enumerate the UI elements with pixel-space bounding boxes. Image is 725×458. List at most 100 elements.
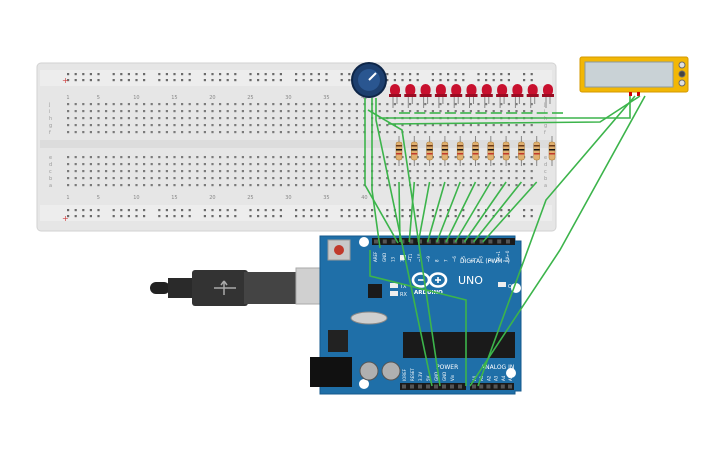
pin-label: 12 <box>399 256 404 262</box>
row-label: f <box>49 130 51 136</box>
resistor[interactable] <box>441 136 449 166</box>
resistor[interactable] <box>487 136 495 166</box>
wire[interactable] <box>472 181 523 243</box>
column-label: 1 <box>66 95 69 101</box>
header-pin[interactable] <box>479 384 484 389</box>
board-model: UNO <box>458 274 483 287</box>
potentiometer[interactable] <box>351 62 387 98</box>
header-pin[interactable] <box>434 384 438 389</box>
led[interactable] <box>389 84 401 108</box>
led[interactable] <box>465 84 478 108</box>
wire[interactable] <box>371 98 381 249</box>
resistor[interactable] <box>472 136 479 166</box>
led[interactable] <box>450 84 463 108</box>
header-pin[interactable] <box>418 239 422 244</box>
header-pin[interactable] <box>497 239 502 244</box>
wire[interactable] <box>364 98 399 244</box>
row-label: a <box>544 183 547 189</box>
resistor[interactable] <box>456 136 464 166</box>
row-label: a <box>49 183 52 189</box>
row-label: j <box>543 102 545 108</box>
header-pin[interactable] <box>470 239 475 244</box>
display-pin-icon <box>678 79 686 87</box>
wire[interactable] <box>369 250 467 386</box>
header-pin[interactable] <box>426 384 430 389</box>
header-pin[interactable] <box>426 239 431 244</box>
wire[interactable] <box>367 109 441 387</box>
resistor[interactable] <box>395 136 403 166</box>
led[interactable] <box>419 84 432 108</box>
header-pin[interactable] <box>508 384 512 389</box>
display-pin-icon <box>678 70 686 78</box>
resistor[interactable] <box>548 136 556 166</box>
pin-label: ~6 <box>452 256 457 262</box>
resistor[interactable] <box>411 136 418 166</box>
pin-label: 13 <box>391 256 396 262</box>
wire[interactable] <box>436 181 461 243</box>
row-label: c <box>49 169 52 175</box>
led[interactable] <box>434 84 447 108</box>
wire[interactable] <box>398 181 401 243</box>
pin-label: 7 <box>443 259 448 262</box>
led[interactable] <box>526 84 539 108</box>
usb-cable <box>150 267 349 306</box>
header-pin[interactable] <box>374 239 378 244</box>
led[interactable] <box>404 84 417 108</box>
resistor[interactable] <box>426 136 433 166</box>
power-analog-header[interactable] <box>400 383 514 390</box>
row-label: i <box>49 109 50 115</box>
header-pin[interactable] <box>486 384 491 389</box>
resistor[interactable] <box>502 136 510 166</box>
header-pin[interactable] <box>382 239 387 244</box>
header-pin[interactable] <box>402 384 406 389</box>
pin-label: GND <box>442 372 447 381</box>
wire[interactable] <box>454 181 492 243</box>
analog-label: ANALOG IN <box>481 364 514 371</box>
header-pin[interactable] <box>488 239 493 244</box>
header-pin[interactable] <box>409 239 414 244</box>
header-pin[interactable] <box>506 239 510 244</box>
pin-label: ~10 <box>417 253 422 262</box>
rx-label: RX <box>400 292 407 298</box>
display-pin-icon <box>678 61 686 69</box>
wire[interactable] <box>426 181 446 243</box>
header-pin[interactable] <box>418 384 422 389</box>
rail-plus-label-bottom: + <box>62 214 69 223</box>
header-pin[interactable] <box>450 384 454 389</box>
wire[interactable] <box>463 181 507 243</box>
header-pin[interactable] <box>472 384 476 389</box>
header-pin[interactable] <box>442 384 446 389</box>
wire[interactable] <box>417 181 431 243</box>
wire[interactable] <box>477 95 636 387</box>
header-pin[interactable] <box>458 384 462 389</box>
led[interactable] <box>496 84 509 108</box>
resistor[interactable] <box>518 136 525 166</box>
wire[interactable] <box>482 181 538 243</box>
arduino-logo-icon <box>411 272 448 288</box>
led[interactable] <box>480 84 493 108</box>
pin-label: ~11 <box>408 253 413 262</box>
resistor[interactable] <box>533 136 540 166</box>
display-module[interactable] <box>579 56 689 96</box>
digital-header[interactable] <box>372 238 515 245</box>
column-label: 5 <box>97 195 100 201</box>
rail-plus-label: + <box>62 76 69 85</box>
board-brand: ARDUINO <box>414 290 443 296</box>
header-pin[interactable] <box>400 239 405 244</box>
pin-label: IOREF <box>402 368 407 381</box>
wire[interactable] <box>375 98 433 387</box>
wire[interactable] <box>445 181 477 243</box>
led[interactable] <box>542 84 554 108</box>
led[interactable] <box>511 84 524 108</box>
wire[interactable] <box>469 95 646 387</box>
header-pin[interactable] <box>479 239 484 244</box>
pin-label: GND <box>382 253 387 262</box>
header-pin[interactable] <box>500 384 505 389</box>
wire[interactable] <box>408 181 416 243</box>
header-pin[interactable] <box>493 384 498 389</box>
header-pin[interactable] <box>410 384 414 389</box>
header-pin[interactable] <box>391 239 396 244</box>
